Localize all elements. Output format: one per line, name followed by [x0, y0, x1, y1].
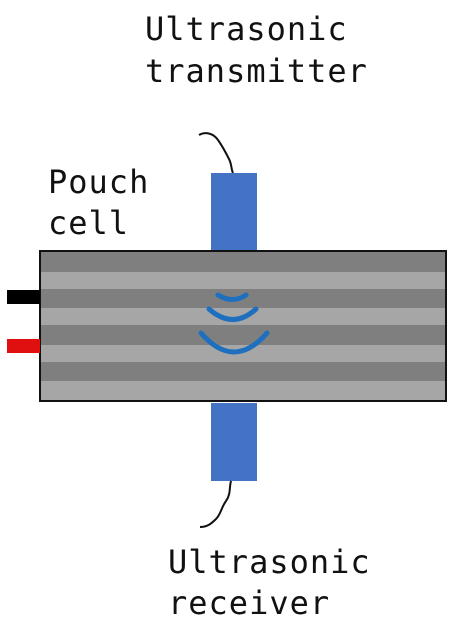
negative-tab [7, 290, 40, 304]
ultrasonic-transmitter [211, 173, 257, 251]
cell-layer-1 [40, 252, 446, 272]
cell-layer-8 [40, 381, 446, 401]
cell-label-line-2: cell [48, 204, 129, 242]
cell-layer-7 [40, 362, 446, 381]
wave-icon [198, 292, 270, 355]
receiver-label-line-2: receiver [168, 584, 330, 622]
receiver-wire [199, 480, 232, 528]
cell-label-line-1: Pouch [48, 163, 149, 201]
receiver-label-line-1: Ultrasonic [168, 543, 371, 581]
cell-layer-2 [40, 272, 446, 289]
transmitter-label-line-1: Ultrasonic [145, 10, 348, 48]
transmitter-wire [198, 132, 234, 174]
ultrasonic-receiver [211, 403, 257, 481]
cell-outline [39, 250, 447, 402]
wave-arc-medium [206, 306, 259, 322]
positive-tab [7, 339, 40, 353]
wave-arc-large [198, 330, 270, 355]
cell-layer-5 [40, 325, 446, 345]
transmitter-label-line-2: transmitter [145, 52, 368, 90]
cell-layer-6 [40, 345, 446, 362]
pouch-cell [39, 250, 447, 402]
wave-arc-small [215, 292, 249, 302]
